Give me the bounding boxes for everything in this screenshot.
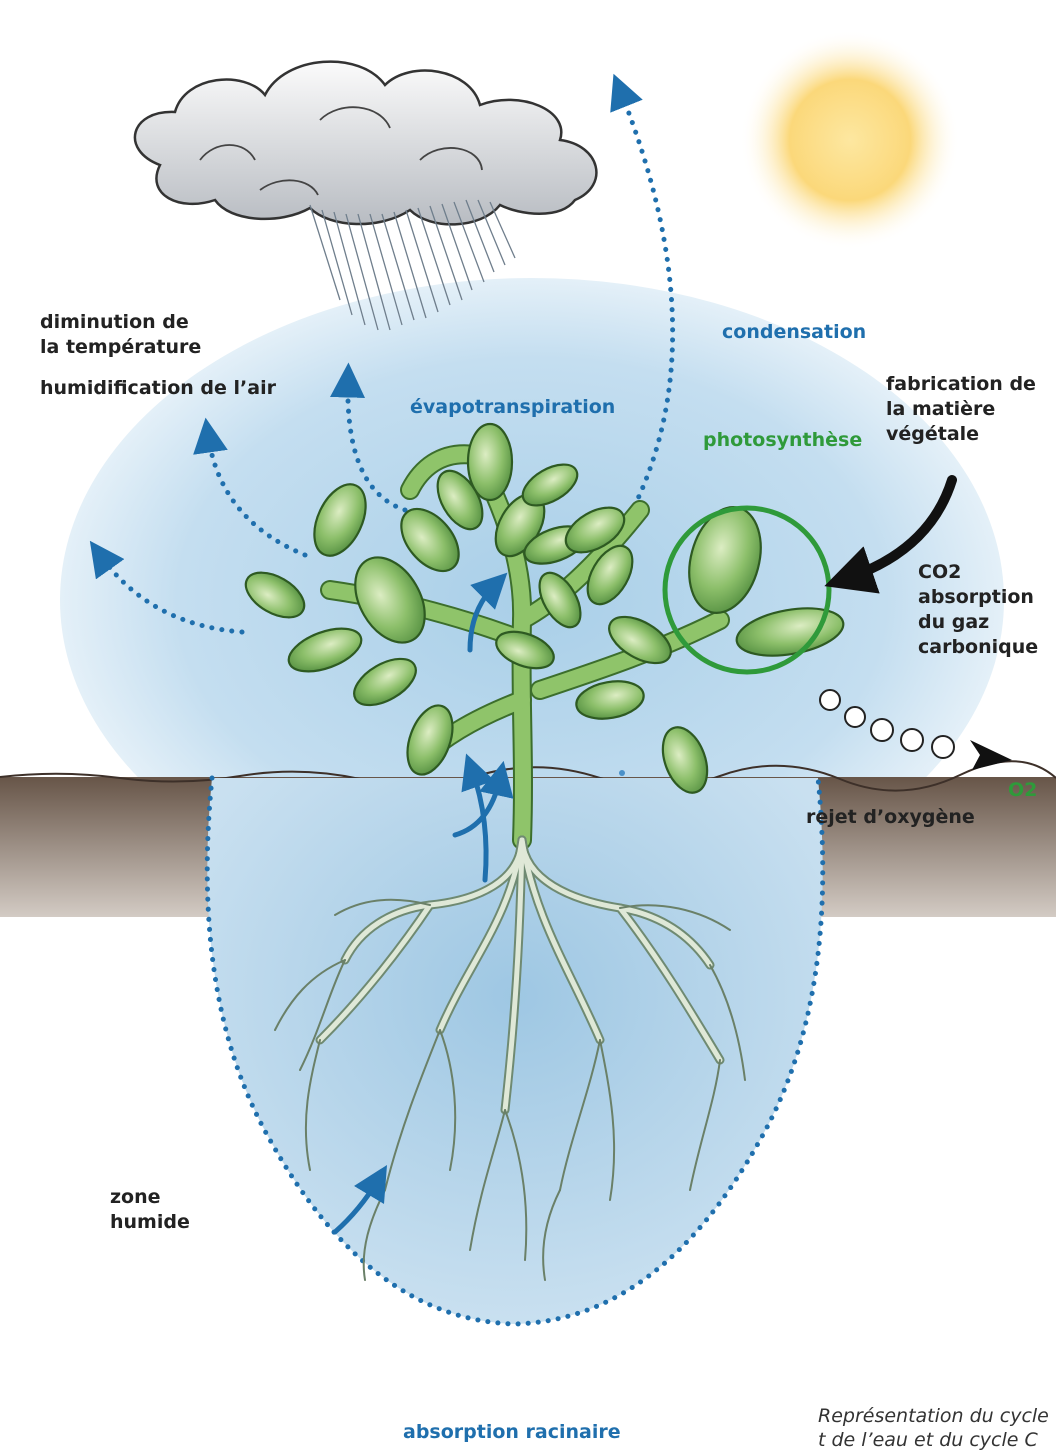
figure-caption: Représentation du cycle t de l’eau et du… — [818, 1404, 1049, 1452]
label-photosynthesis: photosynthèse — [703, 428, 862, 453]
label-plant-matter-production: fabrication de la matière végétale — [886, 372, 1036, 447]
label-evapotranspiration: évapotranspiration — [410, 395, 615, 420]
oxygen-release-arrowhead — [970, 740, 1012, 770]
label-o2: O2 — [1008, 778, 1037, 803]
sun — [740, 30, 960, 250]
label-humid-zone: zone humide — [110, 1185, 190, 1235]
label-temperature-decrease: diminution de la température — [40, 310, 201, 360]
label-co2-absorption: CO2 absorption du gaz carbonique — [918, 560, 1038, 660]
label-air-humidification: humidification de l’air — [40, 376, 276, 401]
rain-cloud — [135, 62, 596, 225]
label-oxygen-release: rejet d’oxygène — [806, 805, 975, 830]
label-condensation: condensation — [722, 320, 866, 345]
label-root-absorption: absorption racinaire — [403, 1420, 621, 1445]
